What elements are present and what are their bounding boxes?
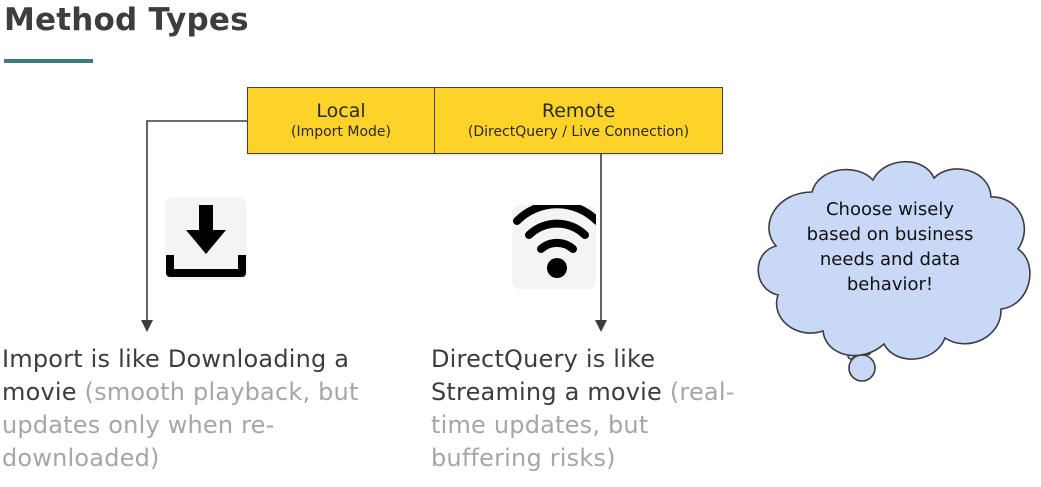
direct-caption-main: DirectQuery is like Streaming a movie bbox=[431, 345, 663, 406]
import-caption-note: (smooth playback, but updates only when … bbox=[2, 378, 359, 472]
remote-mode-subtitle: (DirectQuery / Live Connection) bbox=[467, 124, 690, 140]
import-caption: Import is like Downloading a movie (smoo… bbox=[2, 343, 362, 475]
wifi-icon bbox=[512, 200, 601, 289]
remote-mode-title: Remote bbox=[541, 100, 616, 122]
direct-caption-note: (real-time updates, but buffering risks) bbox=[431, 378, 735, 472]
page-title: Method Types bbox=[4, 2, 249, 38]
import-arrowhead bbox=[141, 320, 153, 332]
thought-cloud bbox=[757, 160, 1031, 382]
direct-arrowhead bbox=[595, 320, 607, 332]
import-connector-arrow bbox=[146, 120, 247, 322]
import-caption-main: Import is like Downloading a movie bbox=[2, 345, 350, 406]
mode-header-bar: Local (Import Mode) Remote (DirectQuery … bbox=[247, 87, 723, 154]
direct-caption: DirectQuery is like Streaming a movie (r… bbox=[431, 343, 751, 475]
local-mode-subtitle: (Import Mode) bbox=[291, 124, 391, 140]
local-mode-cell: Local (Import Mode) bbox=[248, 88, 435, 153]
download-icon bbox=[165, 198, 247, 280]
remote-mode-cell: Remote (DirectQuery / Live Connection) bbox=[435, 88, 722, 153]
callout-text: Choose wisely based on business needs an… bbox=[806, 199, 974, 295]
local-mode-title: Local bbox=[316, 100, 366, 122]
title-underline bbox=[4, 59, 93, 63]
